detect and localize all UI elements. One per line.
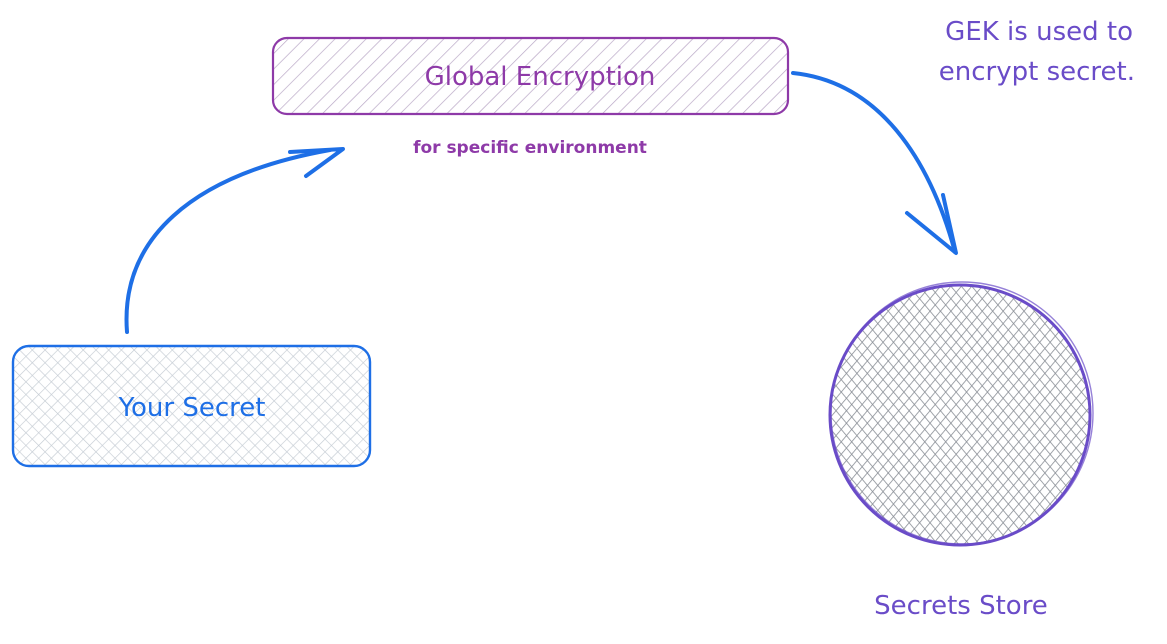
arrow-global-encryption-to-secrets-store <box>791 71 958 255</box>
global-encryption-box <box>271 36 790 116</box>
your-secret-box <box>11 344 372 468</box>
global-encryption-node[interactable]: Global Encryption <box>271 36 790 116</box>
gek-note-line1: GEK is used to <box>945 17 1133 47</box>
secrets-store-node[interactable]: Secrets Store <box>820 280 1100 621</box>
gek-note-line2: encrypt secret. <box>939 57 1135 87</box>
arrow-your-secret-to-global-encryption <box>124 147 345 334</box>
secrets-store-circle <box>828 283 1092 547</box>
global-encryption-label: Global Encryption <box>425 62 656 92</box>
your-secret-node[interactable]: Your Secret <box>11 344 372 468</box>
secrets-store-hatch <box>830 285 1090 545</box>
secrets-store-circle-sketch <box>830 281 1094 545</box>
your-secret-label: Your Secret <box>118 393 266 423</box>
secrets-store-label: Secrets Store <box>874 591 1048 621</box>
global-encryption-sublabel: for specific environment <box>413 138 647 158</box>
